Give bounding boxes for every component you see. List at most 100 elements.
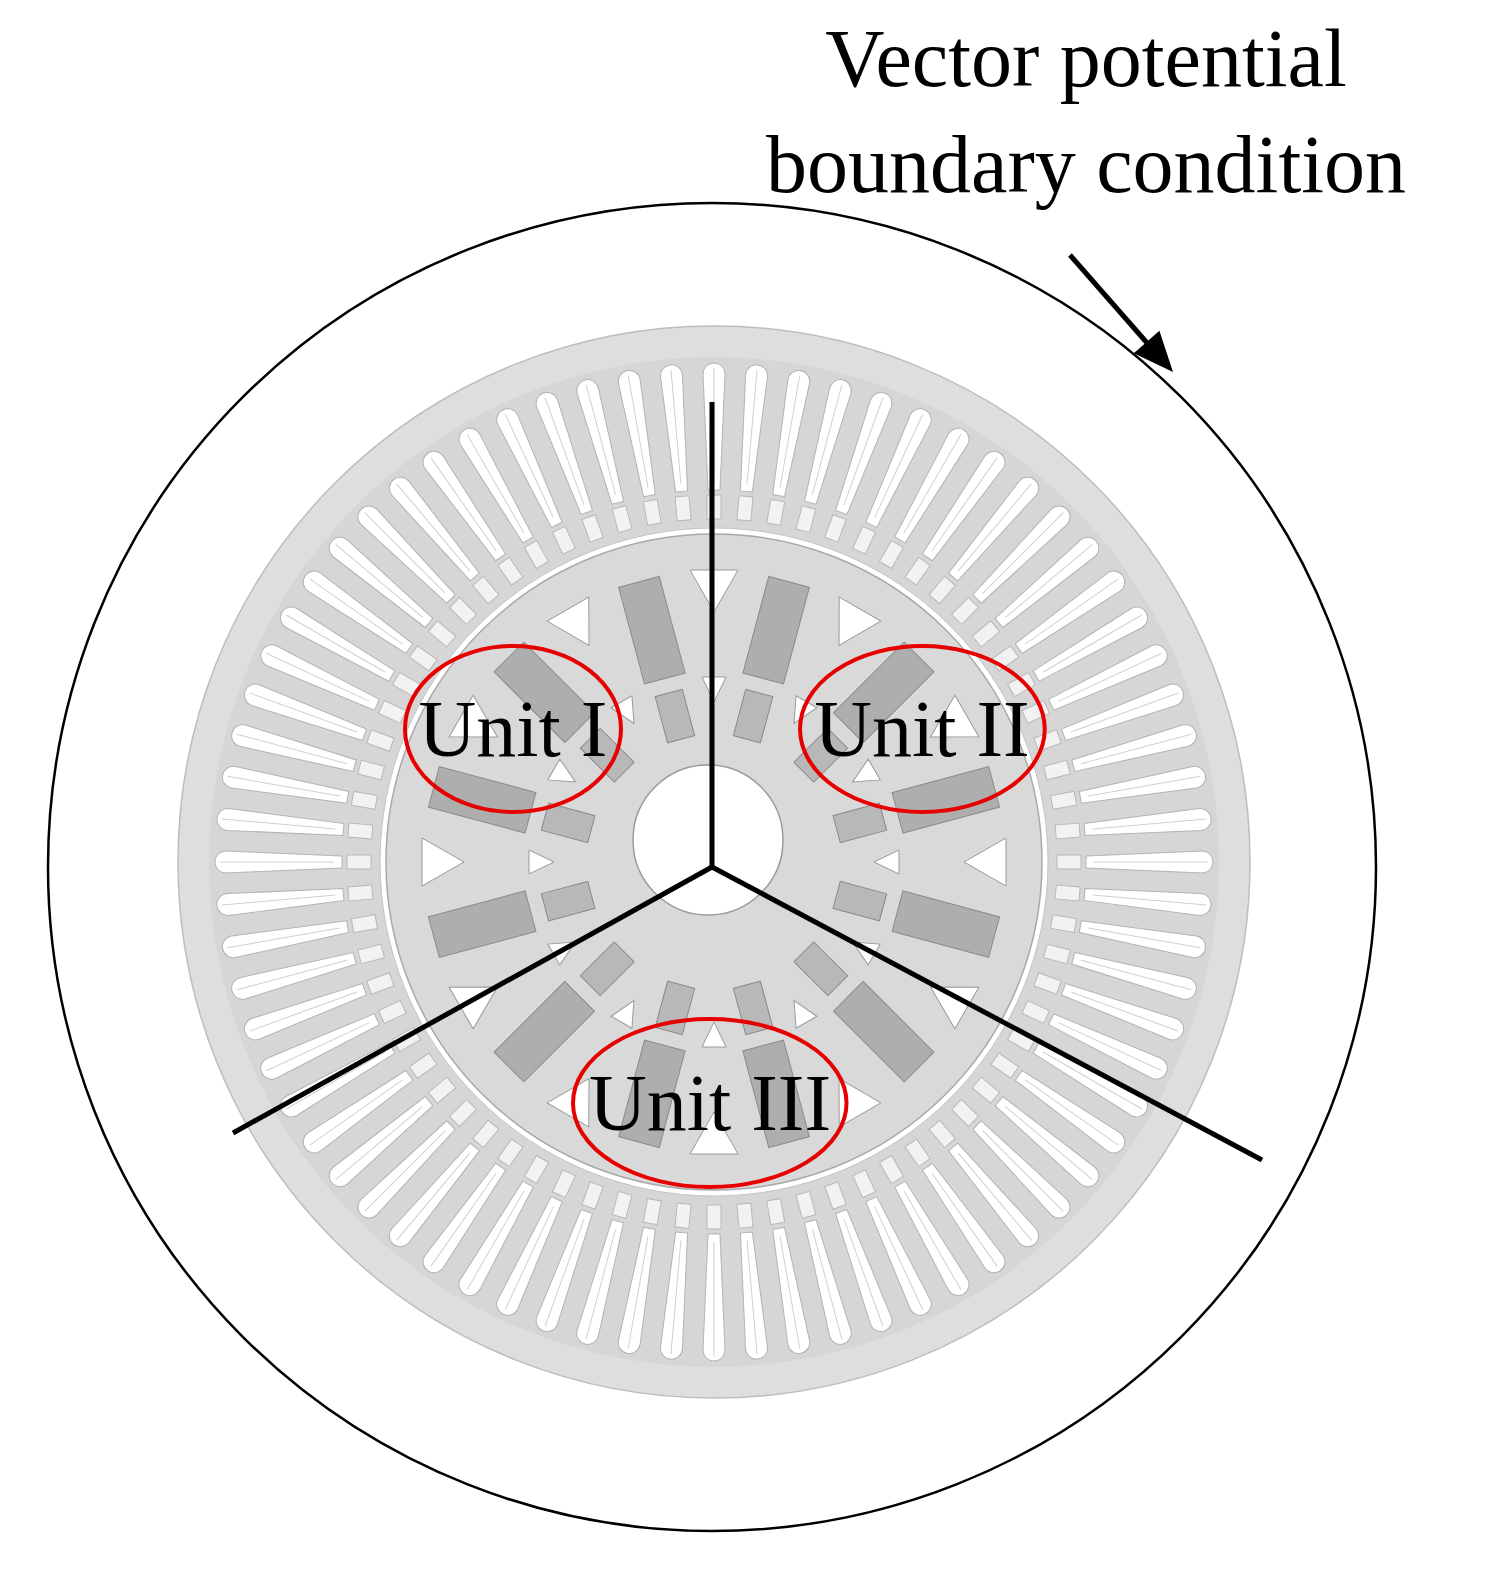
slot-wedge <box>450 1100 477 1127</box>
coil-divider <box>904 434 961 533</box>
coil-divider <box>228 928 340 948</box>
coil-divider <box>844 398 883 505</box>
slot-wedge <box>473 576 499 603</box>
coil-divider <box>1088 928 1200 948</box>
unit-circle: Unit III <box>571 1017 849 1189</box>
slot-wedge <box>367 730 394 751</box>
slot-wedge <box>675 1203 691 1228</box>
stator-slot <box>768 369 812 498</box>
slot-wedge <box>1051 915 1077 933</box>
outer-magnet <box>428 767 535 833</box>
highlight-ellipse <box>405 646 621 812</box>
stator-slot <box>992 1093 1103 1191</box>
outer-magnet <box>619 576 685 683</box>
slot-wedge <box>378 701 406 724</box>
inner-magnet <box>541 881 595 920</box>
sector-line <box>710 402 715 867</box>
boundary-circle <box>48 203 1376 1531</box>
stator-slot <box>945 1140 1043 1251</box>
slot-wedge <box>879 1156 903 1184</box>
slot-wedge <box>612 506 632 533</box>
stator-slot <box>325 1093 436 1191</box>
slot-wedge <box>347 855 371 869</box>
slot-wedge <box>825 515 846 542</box>
slot-wedge <box>348 885 373 901</box>
flux-barrier <box>422 838 464 886</box>
outer-magnet <box>743 576 809 683</box>
coil-divider <box>812 1229 842 1339</box>
coil-divider <box>250 693 357 732</box>
leader-line <box>1070 255 1148 344</box>
stator-slot <box>660 364 693 492</box>
stator-slot <box>455 1179 538 1300</box>
slot-wedge <box>409 1053 437 1078</box>
slot-wedge <box>991 1053 1019 1078</box>
unit-label: Unit II <box>814 689 1030 769</box>
stator-slot <box>385 1140 483 1251</box>
coil-divider <box>628 376 648 488</box>
slot-wedge <box>612 1192 632 1219</box>
slot-wedge <box>1022 1001 1050 1024</box>
slot-wedge <box>1057 855 1081 869</box>
stator-slot <box>768 1226 812 1355</box>
coil-divider <box>237 734 347 764</box>
coil-divider <box>505 414 553 517</box>
coil-divider <box>812 385 842 495</box>
coil-divider <box>396 1153 469 1240</box>
slot-wedge <box>1034 973 1061 994</box>
coil-divider <box>1058 1023 1161 1071</box>
coil-divider <box>1071 693 1178 732</box>
slot-wedge <box>675 496 691 521</box>
coil-divider <box>671 1241 681 1355</box>
slot-wedge <box>1044 944 1071 964</box>
coil-divider <box>365 513 446 594</box>
coil-divider <box>1093 895 1207 905</box>
coil-divider <box>780 1236 800 1348</box>
stator-slot <box>221 765 350 809</box>
slot-wedge <box>952 1100 979 1127</box>
slot-wedge <box>972 1077 999 1103</box>
coil-divider <box>336 544 423 617</box>
coil-divider <box>1043 615 1142 672</box>
slot-wedge <box>524 1156 548 1184</box>
slot-wedge <box>737 1203 753 1228</box>
stator-slot <box>890 424 973 545</box>
unit-circle: Unit I <box>403 644 623 814</box>
stator-core <box>178 326 1250 1398</box>
stator-slot <box>1078 916 1207 960</box>
slot-wedge <box>1055 885 1080 901</box>
slot-wedge <box>524 541 548 569</box>
inner-magnet <box>833 881 887 920</box>
slot-wedge <box>879 541 903 569</box>
slot-wedge <box>498 1139 523 1167</box>
stator-slot <box>992 533 1103 631</box>
coil-divider <box>983 1131 1064 1212</box>
slot-wedge <box>450 598 477 625</box>
coil-divider <box>467 434 524 533</box>
coil-divider <box>1005 1106 1092 1179</box>
highlight-ellipse <box>800 646 1045 812</box>
stator-slot <box>800 1218 854 1346</box>
slot-wedge <box>367 973 394 994</box>
outer-magnet <box>892 891 999 957</box>
stator-slot <box>1084 808 1212 841</box>
slot-wedge <box>428 621 455 647</box>
coil-divider <box>780 376 800 488</box>
slot-wedge <box>853 526 876 554</box>
coil-divider <box>1088 776 1200 796</box>
stator-slot <box>735 1232 768 1360</box>
slot-wedge <box>553 526 576 554</box>
stator-slot <box>735 364 768 492</box>
slot-wedge <box>351 791 377 809</box>
stator-slot <box>276 603 397 686</box>
coil-divider <box>431 457 496 550</box>
stator-slot <box>703 1234 725 1361</box>
stator-slot <box>353 501 458 606</box>
coil-divider <box>222 819 336 829</box>
motor-cross-section <box>178 326 1250 1398</box>
slot-wedge <box>905 1139 930 1167</box>
stator-slot <box>660 1232 693 1360</box>
coil-divider <box>309 1080 402 1145</box>
arrow-head <box>1134 331 1173 372</box>
